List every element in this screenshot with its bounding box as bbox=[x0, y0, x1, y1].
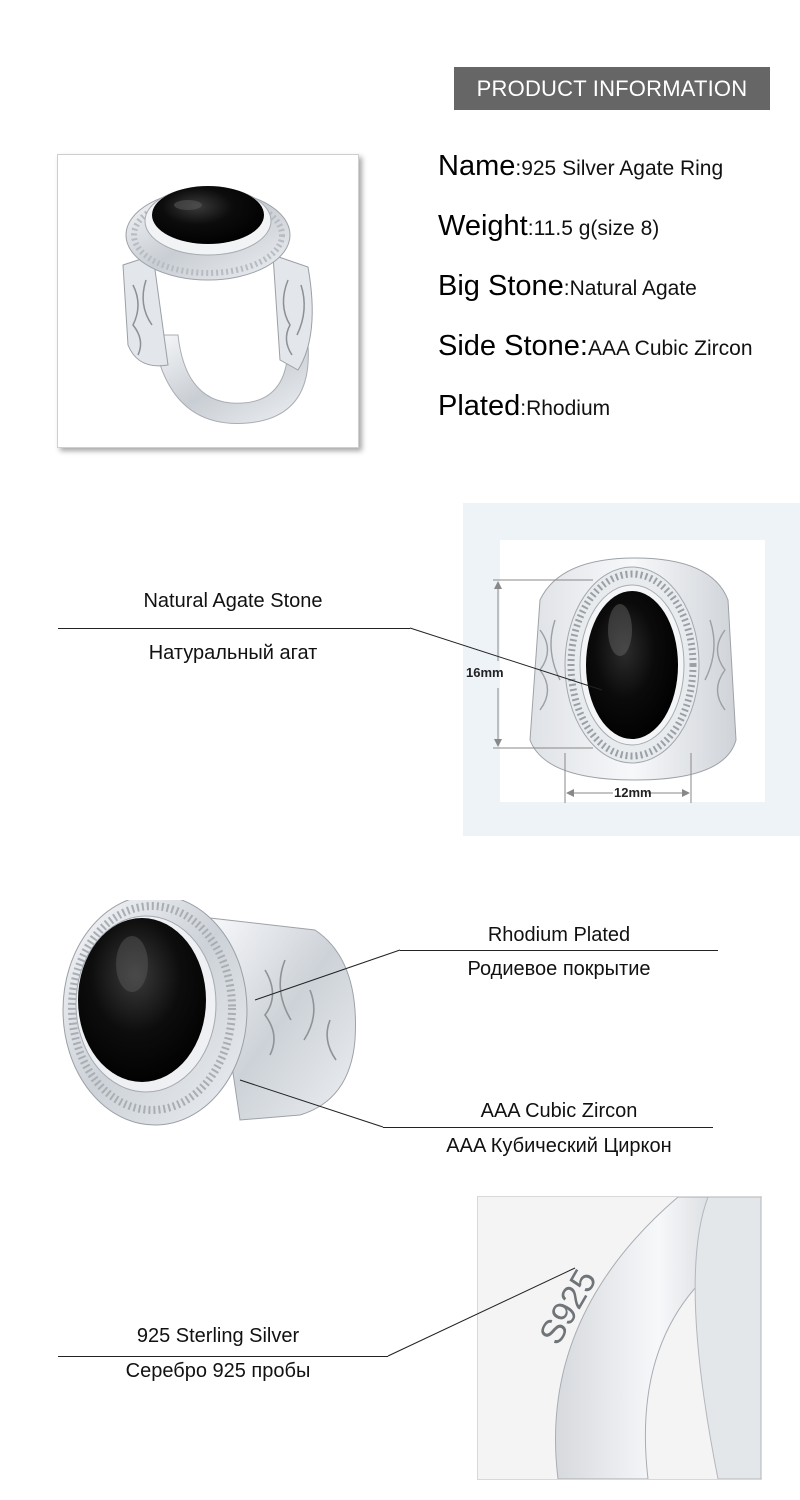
callout-rhodium-rule bbox=[400, 950, 718, 951]
spec-row-side-stone: Side Stone:AAA Cubic Zircon bbox=[438, 330, 753, 370]
spec-row-name: Name:925 Silver Agate Ring bbox=[438, 150, 723, 190]
callout-silver-ru: Серебро 925 пробы bbox=[125, 1360, 311, 1382]
callout-silver-rule bbox=[58, 1356, 388, 1357]
callout-rhodium-ru: Родиевое покрытие bbox=[467, 958, 651, 980]
dimension-lines bbox=[493, 579, 692, 803]
spec-key: Side Stone: bbox=[438, 330, 588, 362]
callout-zircon-rule bbox=[383, 1127, 713, 1128]
ring-illustration-top bbox=[529, 557, 737, 781]
callout-agate-ru: Натуральный агат bbox=[148, 642, 318, 664]
product-photo-angled bbox=[57, 154, 359, 448]
callout-agate-en: Natural Agate Stone bbox=[143, 590, 323, 612]
spec-key: Big Stone bbox=[438, 270, 564, 302]
spec-key: Weight bbox=[438, 210, 528, 242]
spec-row-weight: Weight:11.5 g(size 8) bbox=[438, 210, 659, 250]
ring-illustration-angled bbox=[122, 186, 313, 424]
callout-silver-en: 925 Sterling Silver bbox=[136, 1325, 300, 1347]
engraving-closeup: S925 bbox=[477, 1196, 762, 1480]
ring-illustration-side bbox=[62, 900, 356, 1126]
spec-key: Name bbox=[438, 150, 516, 182]
callout-zircon-ru: AAA Кубический Циркон bbox=[446, 1135, 672, 1157]
spec-value: AAA Cubic Zircon bbox=[587, 337, 753, 360]
spec-row-big-stone: Big Stone:Natural Agate bbox=[438, 270, 697, 310]
spec-row-plated: Plated:Rhodium bbox=[438, 390, 610, 430]
width-dimension: 12mm bbox=[614, 785, 652, 800]
spec-value: :Rhodium bbox=[520, 397, 611, 420]
spec-key: Plated bbox=[438, 390, 521, 422]
spec-value: :Natural Agate bbox=[563, 277, 697, 300]
section-title-badge: PRODUCT INFORMATION bbox=[454, 67, 770, 110]
ring-top-view bbox=[500, 540, 765, 802]
ring-band-inner-illustration: S925 bbox=[532, 1197, 761, 1479]
callout-agate-rule bbox=[58, 628, 410, 629]
spec-value: :925 Silver Agate Ring bbox=[515, 157, 724, 180]
callout-rhodium-en: Rhodium Plated bbox=[487, 924, 631, 946]
height-dimension: 16mm bbox=[466, 665, 504, 680]
spec-value: :11.5 g(size 8) bbox=[527, 217, 660, 240]
callout-zircon-en: AAA Cubic Zircon bbox=[480, 1100, 638, 1122]
